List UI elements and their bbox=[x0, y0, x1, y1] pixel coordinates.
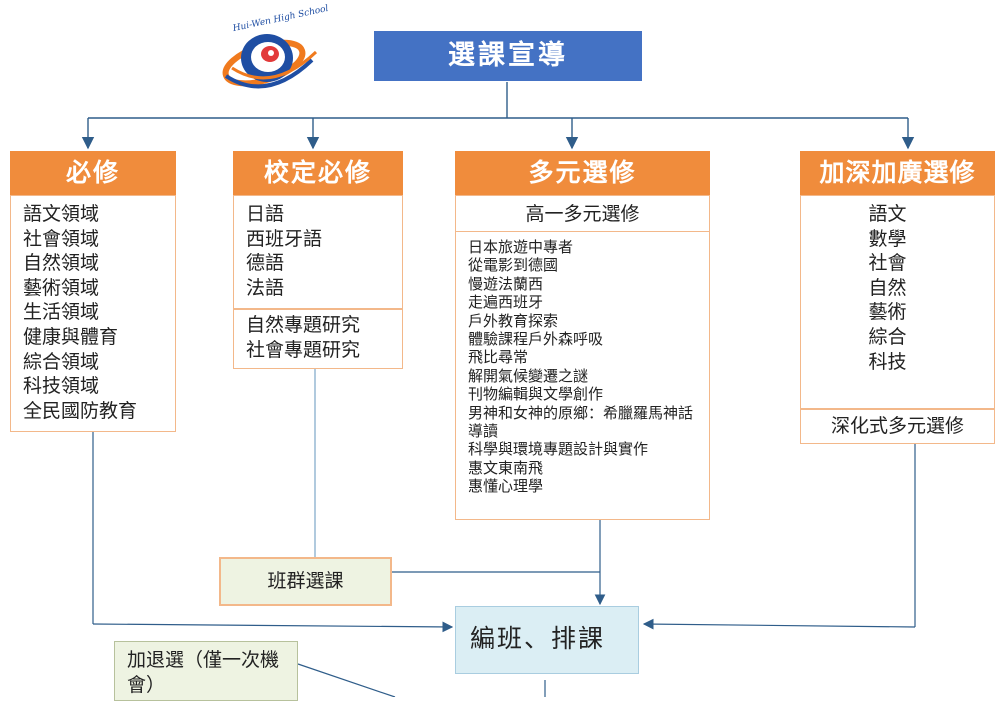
list-item: 慢遊法蘭西 bbox=[468, 274, 544, 293]
list-item: 男神和女神的原鄉：希臘羅馬神話導讀 bbox=[468, 403, 694, 441]
list-item: 法語 bbox=[246, 276, 285, 299]
list-item: 生活領域 bbox=[23, 301, 100, 324]
list-item: 西班牙語 bbox=[246, 227, 323, 250]
list-item: 日本旅遊中專者 bbox=[468, 238, 574, 256]
list-item: 科技 bbox=[868, 350, 907, 373]
list-item: 自然 bbox=[868, 276, 907, 299]
list-item: 惠懂心理學 bbox=[468, 477, 544, 496]
diverse-subheader: 高一多元選修 bbox=[456, 196, 709, 232]
list-item: 體驗課程戶外森呼吸 bbox=[468, 330, 604, 349]
list-item: 全民國防教育 bbox=[23, 399, 138, 422]
list-item: 綜合領域 bbox=[23, 350, 100, 373]
list-item: 語文 bbox=[868, 203, 907, 225]
school-logo-icon bbox=[222, 34, 318, 89]
required-panel: 語文領域 社會領域 自然領域 藝術領域 生活領域 健康與體育 綜合領域 科技領域… bbox=[10, 195, 176, 432]
list-item: 自然領域 bbox=[23, 252, 100, 275]
advanced-to-schedule-arrow bbox=[642, 618, 916, 630]
list-item: 數學 bbox=[868, 227, 907, 250]
school-required-header: 校定必修 bbox=[233, 151, 403, 195]
diverse-panel: 高一多元選修 日本旅遊中專者 從電影到德國 慢遊法蘭西 走遍西班牙 戶外教育探索… bbox=[455, 195, 710, 520]
required-list: 語文領域 社會領域 自然領域 藝術領域 生活領域 健康與體育 綜合領域 科技領域… bbox=[23, 202, 175, 423]
list-item: 從電影到德國 bbox=[468, 256, 559, 275]
list-item: 戶外教育探索 bbox=[468, 311, 559, 330]
list-item: 解開氣候變遷之謎 bbox=[468, 366, 589, 385]
diverse-header: 多元選修 bbox=[455, 151, 710, 195]
list-item: 社會專題研究 bbox=[246, 338, 361, 361]
list-item: 社會領域 bbox=[23, 227, 100, 250]
list-item: 飛比尋常 bbox=[468, 348, 529, 367]
scheduling-box: 編班、排課 bbox=[455, 606, 639, 674]
list-item: 科學與環境專題設計與實作 bbox=[468, 440, 649, 459]
school-required-research-panel: 自然專題研究 社會專題研究 bbox=[233, 309, 403, 369]
list-item: 科技領域 bbox=[23, 375, 100, 398]
school-language-list: 日語 西班牙語 德語 法語 bbox=[246, 202, 402, 300]
class-group-box: 班群選課 bbox=[219, 557, 392, 606]
list-item: 綜合 bbox=[868, 325, 907, 348]
advanced-footer-panel: 深化式多元選修 bbox=[800, 409, 995, 444]
list-item: 日語 bbox=[246, 203, 285, 225]
add-drop-box: 加退選（僅一次機會） bbox=[114, 641, 298, 701]
list-item: 走遍西班牙 bbox=[468, 293, 544, 312]
list-item: 語文領域 bbox=[23, 203, 100, 225]
required-to-schedule-arrow bbox=[92, 621, 454, 633]
required-header: 必修 bbox=[10, 151, 176, 195]
list-item: 刊物編輯與文學創作 bbox=[468, 385, 604, 404]
add-drop-connector bbox=[297, 663, 396, 697]
advanced-header: 加深加廣選修 bbox=[800, 151, 995, 195]
list-item: 藝術領域 bbox=[23, 276, 100, 299]
advanced-panel: 語文 數學 社會 自然 藝術 綜合 科技 bbox=[800, 195, 995, 409]
diverse-course-list: 日本旅遊中專者 從電影到德國 慢遊法蘭西 走遍西班牙 戶外教育探索 體驗課程戶外… bbox=[456, 232, 709, 496]
list-item: 惠文東南飛 bbox=[468, 458, 544, 477]
page-title: 選課宣導 bbox=[374, 31, 642, 81]
list-item: 健康與體育 bbox=[23, 325, 119, 348]
list-item: 自然專題研究 bbox=[246, 314, 361, 336]
list-item: 藝術 bbox=[868, 301, 907, 324]
school-research-list: 自然專題研究 社會專題研究 bbox=[246, 313, 402, 362]
list-item: 德語 bbox=[246, 252, 285, 275]
school-required-languages-panel: 日語 西班牙語 德語 法語 bbox=[233, 195, 403, 309]
list-item: 社會 bbox=[868, 252, 907, 275]
school-logo: Hui-Wen High School bbox=[212, 4, 329, 96]
advanced-list: 語文 數學 社會 自然 藝術 綜合 科技 bbox=[801, 202, 994, 374]
